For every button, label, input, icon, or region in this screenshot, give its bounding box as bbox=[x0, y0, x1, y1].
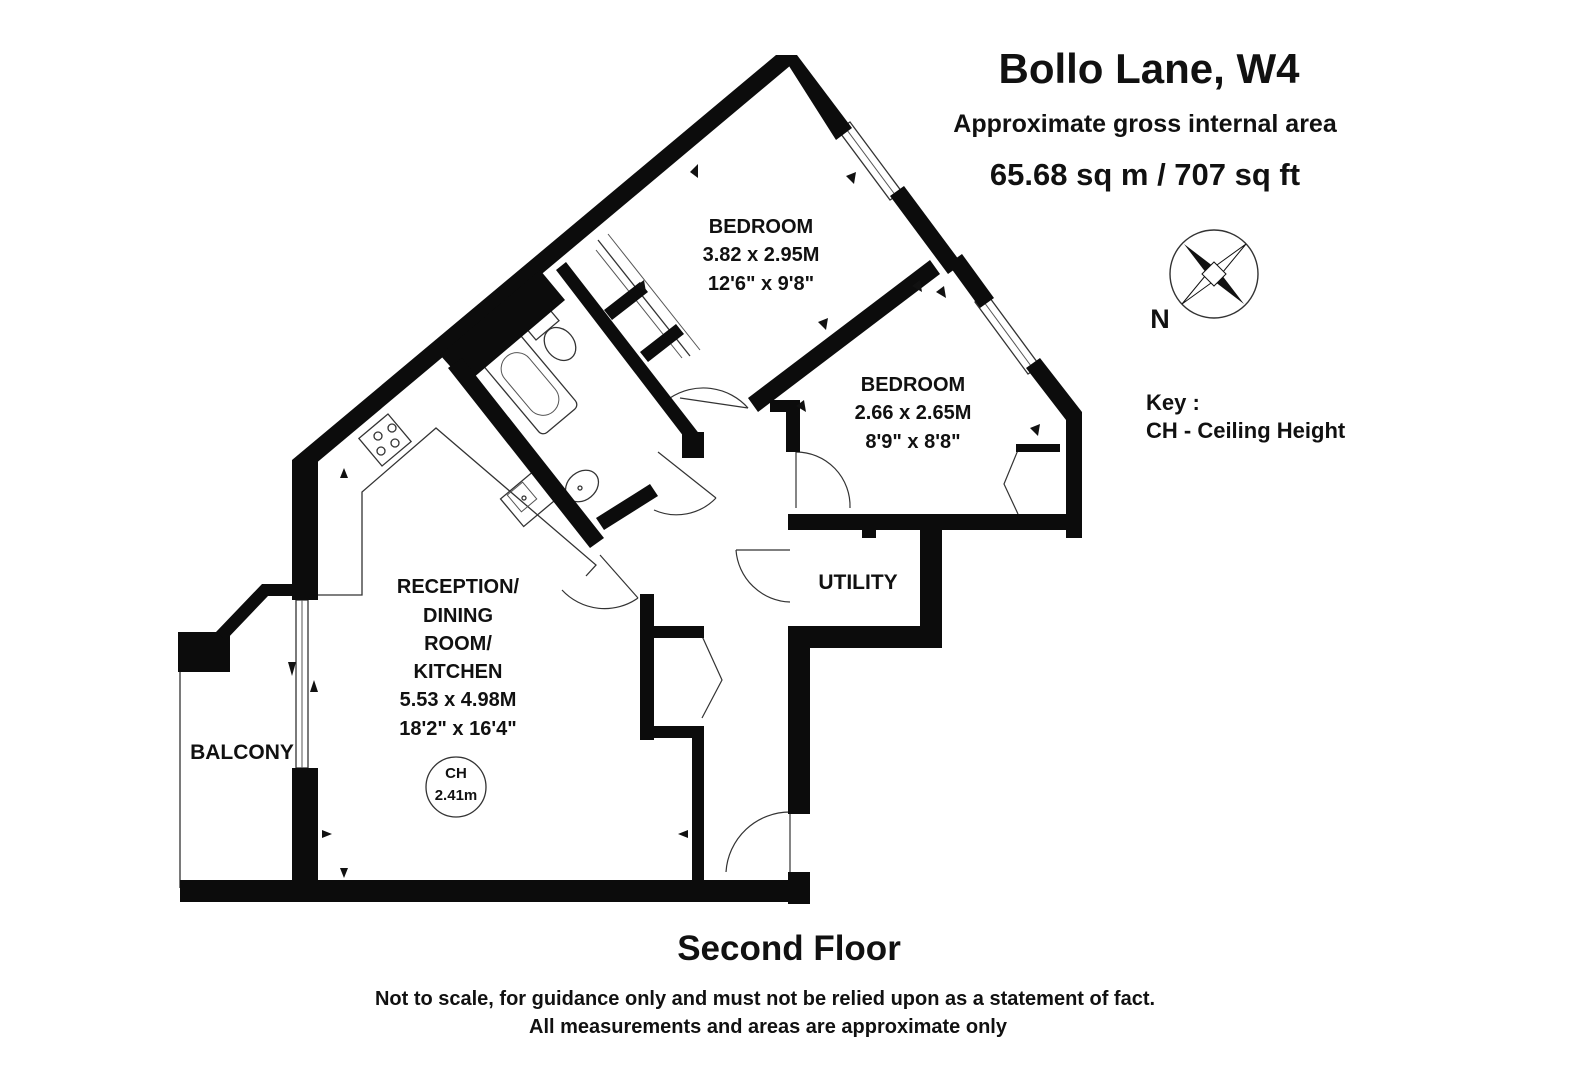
utility-name: UTILITY bbox=[818, 571, 897, 594]
compass-rose-icon bbox=[1169, 229, 1259, 319]
door-swings bbox=[561, 387, 1019, 873]
balcony-name: BALCONY bbox=[190, 741, 294, 764]
bedroom2-imperial: 8'9" x 8'8" bbox=[865, 431, 960, 453]
reception-line1: RECEPTION/ bbox=[397, 576, 520, 598]
key-title: Key : bbox=[1146, 390, 1200, 415]
ceiling-height-label: CH bbox=[445, 765, 467, 782]
dimension-arrows bbox=[288, 164, 1040, 878]
bedroom1-name: BEDROOM bbox=[709, 216, 813, 238]
walls bbox=[178, 55, 1082, 904]
kitchen-counter bbox=[318, 427, 597, 596]
bedroom1-imperial: 12'6" x 9'8" bbox=[708, 273, 814, 295]
area-value: 65.68 sq m / 707 sq ft bbox=[990, 157, 1300, 192]
bedroom2-name: BEDROOM bbox=[861, 374, 965, 396]
compass-north-label: N bbox=[1150, 304, 1170, 334]
ceiling-height-value: 2.41m bbox=[435, 787, 478, 804]
floor-label: Second Floor bbox=[677, 929, 901, 968]
reception-imperial: 18'2" x 16'4" bbox=[399, 718, 516, 740]
reception-line2: DINING bbox=[423, 605, 493, 627]
key-entry: CH - Ceiling Height bbox=[1146, 418, 1346, 443]
hob-icon bbox=[357, 413, 413, 467]
reception-line3: ROOM/ bbox=[424, 633, 492, 655]
area-subtitle: Approximate gross internal area bbox=[953, 110, 1338, 138]
reception-metric: 5.53 x 4.98M bbox=[400, 689, 517, 711]
page-title: Bollo Lane, W4 bbox=[998, 45, 1300, 92]
ceiling-height-marker bbox=[425, 756, 487, 818]
disclaimer-line2: All measurements and areas are approxima… bbox=[529, 1016, 1008, 1038]
reception-line4: KITCHEN bbox=[414, 661, 503, 683]
bedroom1-metric: 3.82 x 2.95M bbox=[703, 244, 820, 266]
disclaimer-line1: Not to scale, for guidance only and must… bbox=[375, 988, 1155, 1010]
bedroom2-metric: 2.66 x 2.65M bbox=[855, 402, 972, 424]
